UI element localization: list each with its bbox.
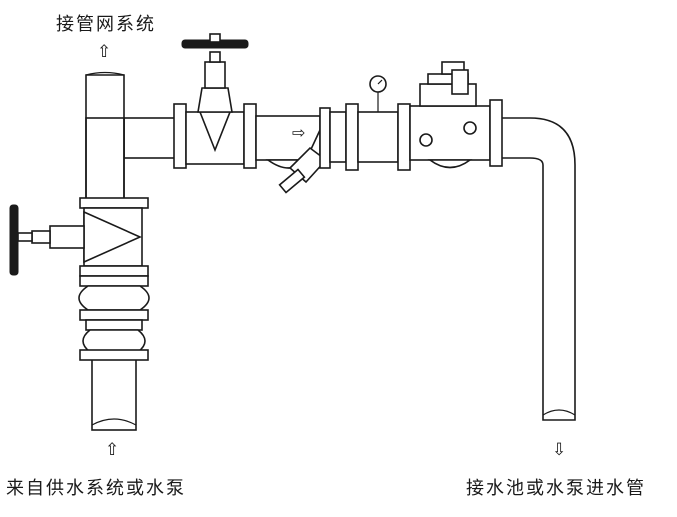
up-arrow-icon: ⇧ — [97, 42, 112, 62]
flow-direction-icon: ⇨ — [292, 123, 305, 142]
down-arrow-icon: ⇩ — [552, 440, 567, 460]
check-valve-with-gauge — [329, 75, 411, 171]
up-arrow-icon: ⇧ — [105, 440, 120, 460]
expansion-joint — [78, 275, 150, 361]
outlet-label: 接管网系统 — [56, 14, 156, 35]
lower-gate-valve — [9, 197, 149, 277]
y-strainer — [255, 107, 331, 194]
inlet-label: 来自供水系统或水泵 — [6, 478, 186, 499]
control-valve — [409, 61, 503, 169]
top-gate-valve — [173, 33, 257, 169]
return-label: 接水池或水泵进水管 — [466, 478, 646, 499]
